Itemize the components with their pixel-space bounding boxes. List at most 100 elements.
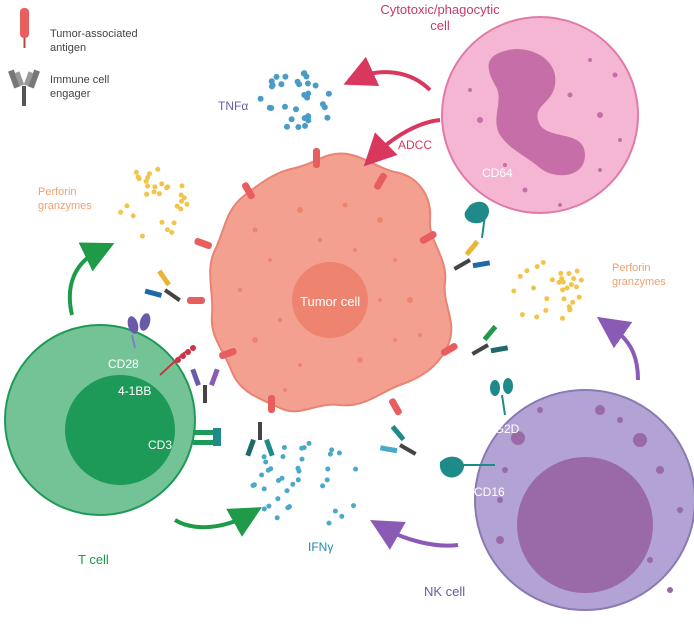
cd28-label: CD28 (108, 357, 139, 371)
dot (147, 171, 152, 177)
dot (573, 284, 579, 290)
dot (118, 209, 124, 215)
dot (301, 70, 308, 77)
dot (169, 229, 175, 235)
dot (325, 466, 331, 472)
cd16-label: CD16 (474, 485, 505, 499)
cd3-receptor (193, 428, 221, 446)
dot (324, 477, 330, 483)
engager-legend-icon (8, 69, 40, 106)
nk-cell-label: NK cell (424, 584, 466, 599)
dot (571, 276, 577, 282)
perforin-left-dots (118, 166, 190, 239)
dot (544, 296, 550, 302)
phagocytic-nucleus (488, 49, 585, 176)
dot (181, 195, 187, 201)
dot (299, 456, 305, 462)
dot (304, 80, 311, 87)
arrow-t-ifng (173, 507, 262, 537)
dot (570, 299, 576, 305)
dot (566, 271, 572, 276)
adcc-label: ADCC (398, 138, 433, 152)
t-cell (4, 324, 196, 516)
perforin-right-dots (511, 260, 584, 321)
tumor-nucleus (292, 262, 368, 338)
dot (351, 503, 356, 509)
dot (295, 465, 301, 471)
t-cell-nucleus (65, 375, 175, 485)
dot (534, 264, 540, 270)
perforin-left-label-2: granzymes (38, 200, 92, 212)
dot (269, 82, 276, 89)
dot (159, 219, 165, 225)
nk-cell-nucleus (517, 457, 653, 593)
dot (511, 288, 517, 294)
nkg2d-label: NKG2D (478, 422, 520, 436)
dot (130, 213, 136, 219)
dot (171, 220, 177, 226)
engager-5 (471, 324, 509, 356)
dot (301, 445, 307, 451)
phagocytic-cell-label-1: Cytotoxic/phagocytic (380, 2, 500, 17)
dot (306, 440, 312, 446)
dot (151, 189, 157, 195)
dot (524, 268, 530, 274)
dot (279, 475, 285, 481)
dot (273, 73, 280, 80)
dot (332, 508, 338, 514)
dot (268, 105, 275, 111)
tumor-antigens (187, 148, 458, 416)
cd28-receptor (127, 313, 151, 349)
legend-engager-label-1: Immune cell (50, 74, 110, 86)
legend-engager-label-2: engager (50, 88, 91, 100)
engager-6 (379, 424, 417, 456)
dot (165, 184, 171, 190)
dot (324, 114, 331, 121)
dot (257, 95, 264, 102)
arrow-nk-ifng (370, 520, 459, 550)
tnfa-dots (257, 70, 332, 130)
dot (124, 203, 130, 209)
cd64-receptor (464, 201, 490, 239)
arrow-adcc (363, 118, 441, 167)
dot (302, 122, 308, 129)
dot (278, 81, 285, 88)
arrow-tnfa (343, 56, 432, 92)
dot (517, 273, 523, 279)
dot (353, 466, 359, 472)
dot (566, 304, 572, 310)
dot (561, 296, 567, 302)
dot (178, 206, 184, 212)
dot (543, 307, 549, 313)
dot (287, 504, 292, 510)
dot (321, 104, 328, 111)
dot (282, 73, 289, 80)
t-cell-label: T cell (78, 552, 109, 567)
dot (139, 233, 145, 239)
dot (266, 503, 272, 509)
dot (284, 123, 290, 130)
dot (152, 184, 158, 190)
dot (531, 285, 536, 291)
dot (155, 166, 161, 172)
dot (534, 314, 540, 320)
phagocytic-cell (441, 16, 639, 214)
dot (326, 520, 332, 526)
perforin-left-label-1: Perforin (38, 186, 77, 198)
dot (159, 181, 165, 187)
dot (174, 203, 180, 209)
ifng-label: IFNγ (308, 540, 334, 554)
dot (281, 445, 287, 450)
legend-antigen-label-1: Tumor-associated (50, 28, 138, 40)
dot (288, 116, 295, 123)
dot (320, 483, 326, 489)
dot (519, 312, 525, 318)
engager-2 (190, 368, 220, 403)
four-1bb-label: 4-1BB (118, 384, 152, 398)
dot (251, 482, 257, 488)
antigen-legend-icon (20, 8, 29, 48)
dot (280, 454, 286, 460)
dot (560, 315, 565, 321)
